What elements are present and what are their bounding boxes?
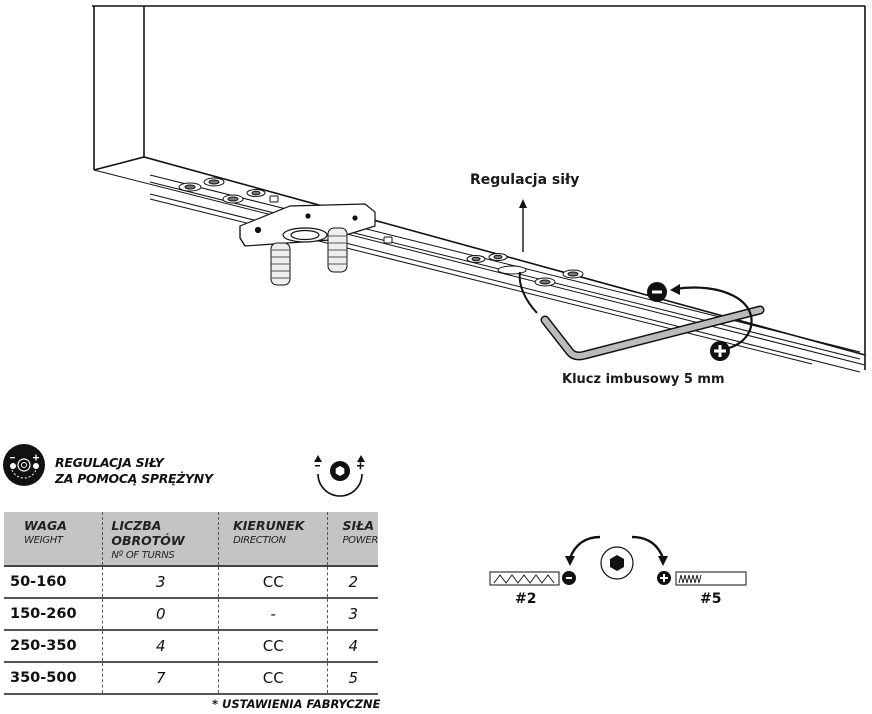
hex-key-icon [540, 305, 765, 361]
minus-badge-icon [647, 282, 667, 302]
spring-settings-table: WAGA WEIGHT LICZBA OBROTÓW Nº OF TURNS K… [4, 512, 378, 695]
table-row: 150-260 0 - 3 [4, 598, 378, 631]
cell-direction: CC [218, 566, 328, 599]
spring-left-label: #2 [515, 591, 537, 607]
spring-scale-diagram [489, 535, 747, 586]
cell-weight: 350-500 [4, 662, 103, 695]
legend-title-line1: REGULACJA SIŁY [55, 455, 164, 470]
cell-turns: 3 [102, 566, 219, 599]
factory-settings-footnote: * USTAWIENIA FABRYCZNE [212, 697, 381, 711]
plus-badge-icon [710, 341, 730, 361]
header-turns: LICZBA OBROTÓW Nº OF TURNS [102, 512, 219, 567]
cell-turns: 0 [102, 598, 219, 631]
table-row: 50-160 3 CC 2 [4, 566, 378, 599]
cell-power: 3 [327, 598, 378, 631]
legend-title-line2: ZA POMOCĄ SPRĘŻYNY [55, 471, 213, 486]
mounting-bracket [239, 203, 376, 247]
cell-weight: 250-350 [4, 630, 103, 663]
header-power: SIŁA POWER [327, 512, 378, 567]
legend-title: REGULACJA SIŁY ZA POMOCĄ SPRĘŻYNY [55, 455, 213, 487]
cell-direction: CC [218, 662, 328, 695]
table-row: 250-350 4 CC 4 [4, 630, 378, 663]
cell-turns: 7 [102, 662, 219, 695]
header-weight: WAGA WEIGHT [4, 512, 103, 567]
cell-weight: 150-260 [4, 598, 103, 631]
cell-power: 4 [327, 630, 378, 663]
header-direction: KIERUNEK DIRECTION [218, 512, 328, 567]
cell-weight: 50-160 [4, 566, 103, 599]
hex-key-label: Klucz imbusowy 5 mm [562, 372, 725, 387]
hex-rotation-icon [314, 455, 365, 497]
cell-direction: CC [218, 630, 328, 663]
spring-right-label: #5 [700, 591, 722, 607]
force-adjustment-arrow [519, 199, 527, 252]
table-header-row: WAGA WEIGHT LICZBA OBROTÓW Nº OF TURNS K… [4, 512, 378, 567]
hinge-rail [93, 169, 866, 373]
force-adjustment-label: Regulacja siły [470, 172, 580, 188]
rail-screws [178, 177, 584, 287]
cell-power: 2 [327, 566, 378, 599]
key-leader-curve [518, 271, 538, 314]
threaded-bolts [270, 227, 348, 286]
spring-adjustment-icon [3, 444, 45, 486]
cell-direction: - [218, 598, 328, 631]
cell-turns: 4 [102, 630, 219, 663]
table-row: 350-500 7 CC 5 [4, 662, 378, 695]
cell-power: 5 [327, 662, 378, 695]
door-frame [92, 5, 866, 370]
